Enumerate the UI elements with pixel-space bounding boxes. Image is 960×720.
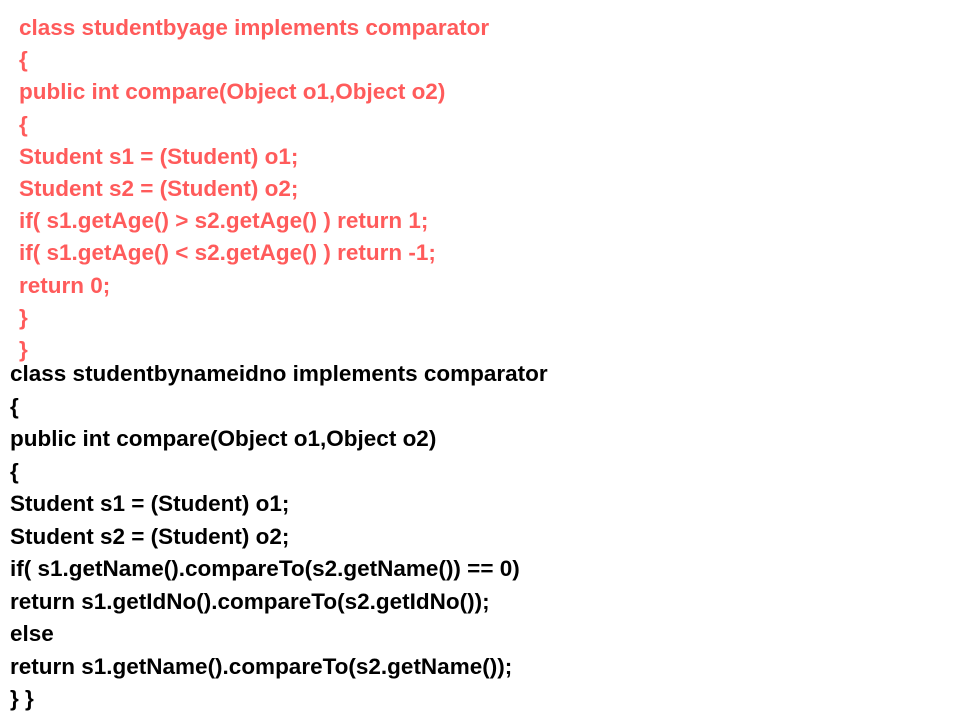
code-line: if( s1.getName().compareTo(s2.getName())…	[10, 556, 520, 581]
code-line: class studentbyage implements comparator	[19, 15, 490, 40]
code-line: {	[19, 47, 28, 73]
code-block-studentbyage: class studentbyage implements comparator…	[19, 12, 489, 366]
code-line: } }	[10, 686, 34, 711]
code-line: return s1.getName().compareTo(s2.getName…	[10, 653, 513, 679]
code-line: Student s1 = (Student) o1;	[10, 491, 290, 516]
code-line: return s1.getIdNo().compareTo(s2.getIdNo…	[10, 588, 490, 614]
code-line: public int compare(Object o1,Object o2)	[19, 79, 446, 105]
code-block-studentbynameidno: class studentbynameidno implements compa…	[10, 358, 548, 716]
code-line: Student s1 = (Student) o1;	[19, 143, 299, 169]
code-line: if( s1.getAge() > s2.getAge() ) return 1…	[19, 208, 429, 234]
code-line: public int compare(Object o1,Object o2)	[10, 426, 437, 451]
code-line: {	[19, 111, 28, 137]
code-line: else	[10, 621, 54, 646]
code-line: class studentbynameidno implements compa…	[10, 361, 548, 386]
code-line: Student s2 = (Student) o2;	[10, 523, 290, 549]
code-line: }	[19, 336, 28, 362]
code-line: {	[10, 393, 19, 419]
code-line: Student s2 = (Student) o2;	[19, 175, 299, 201]
code-line: return 0;	[19, 272, 111, 298]
code-line: if( s1.getAge() < s2.getAge() ) return -…	[19, 240, 436, 266]
code-line: }	[19, 304, 28, 330]
code-line: {	[10, 458, 19, 484]
